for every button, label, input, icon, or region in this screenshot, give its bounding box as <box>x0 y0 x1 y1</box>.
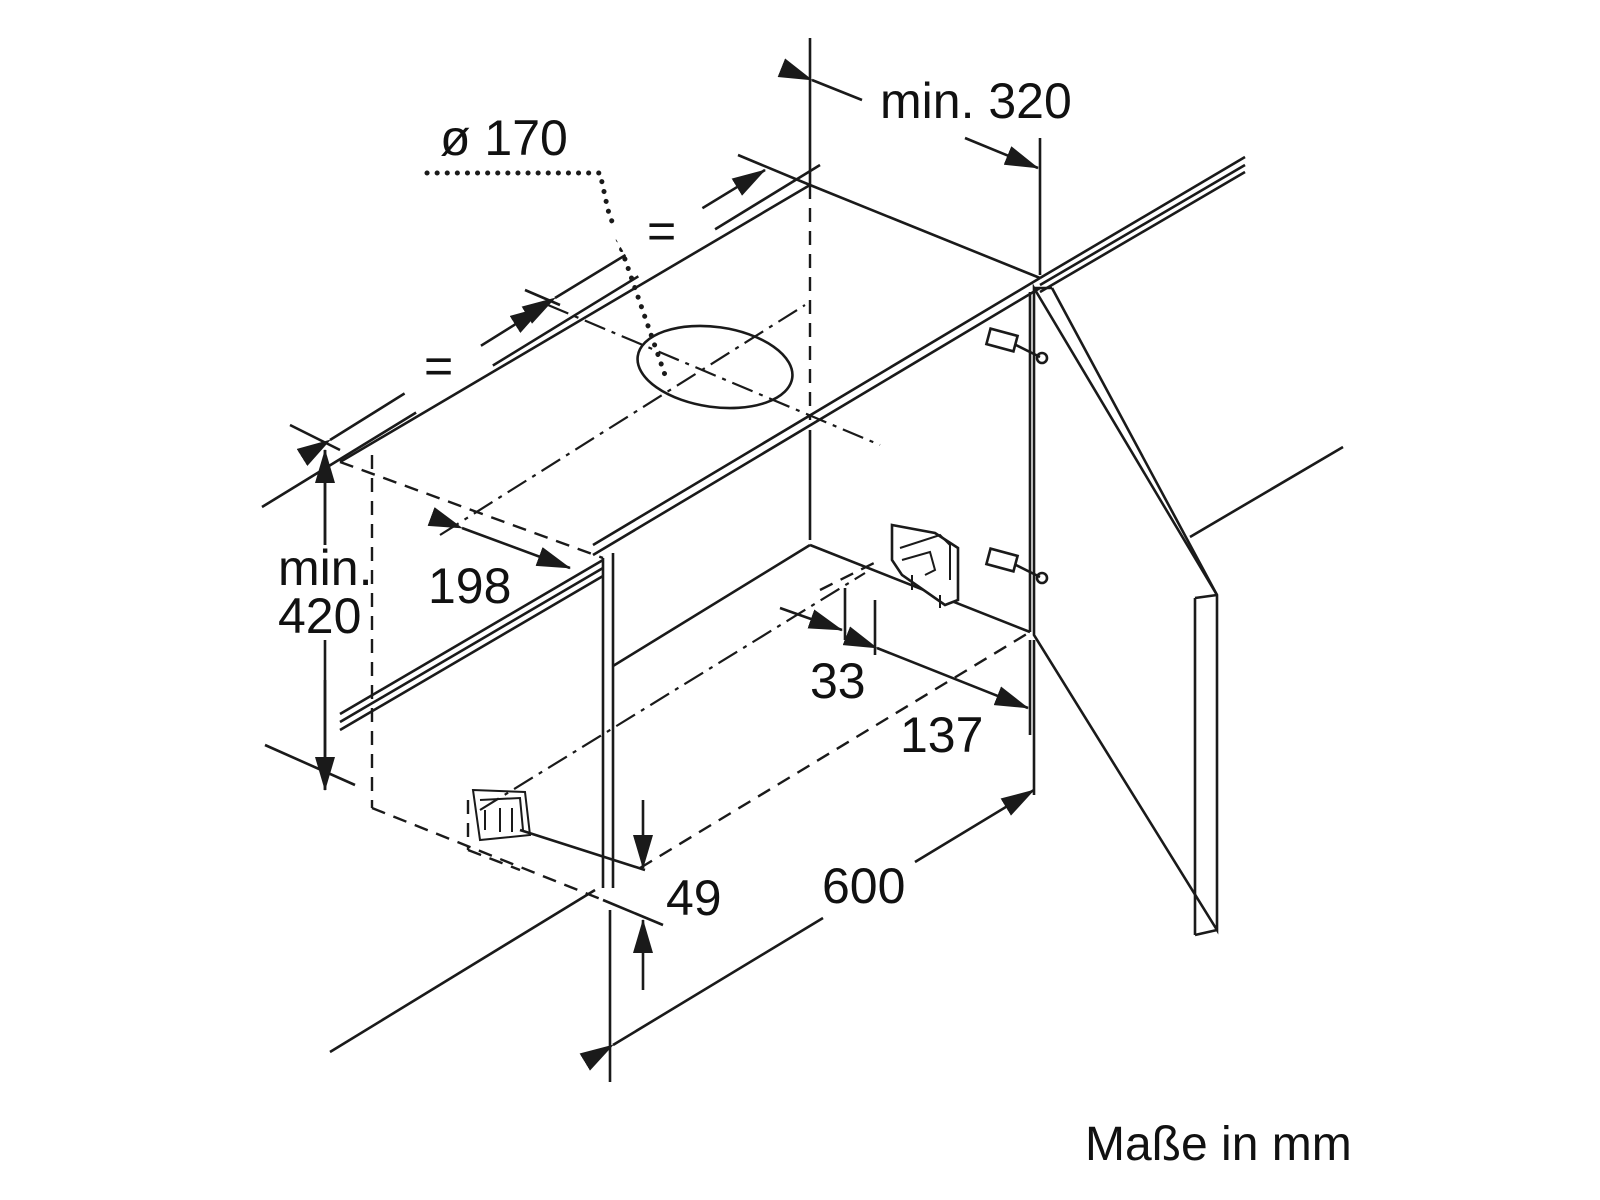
center-lines <box>439 303 881 811</box>
dim-600 <box>579 788 1035 1082</box>
dim-49 <box>602 800 664 990</box>
label-33: 33 <box>810 653 866 709</box>
open-door <box>1032 283 1219 937</box>
dim-33 <box>779 588 877 655</box>
units-note: Maße in mm <box>1085 1118 1352 1171</box>
left-rail <box>339 558 604 732</box>
hinge-top <box>984 327 1049 365</box>
cabinet-frame <box>601 292 1036 888</box>
dim-min-320 <box>777 38 1042 275</box>
label-diameter: ø 170 <box>440 110 568 166</box>
label-198: 198 <box>428 558 511 614</box>
label-equal-upper: = <box>647 203 676 259</box>
label-137: 137 <box>900 707 983 763</box>
mounting-bracket-left <box>466 788 646 872</box>
dimension-labels: ø 170 min. 320 = = min. 420 198 33 137 4… <box>278 73 1072 926</box>
label-600: 600 <box>822 858 905 914</box>
hinge-bottom <box>984 547 1049 585</box>
mounting-bracket-right <box>890 523 960 608</box>
dim-equal-spacing <box>289 153 811 466</box>
label-min-320: min. 320 <box>880 73 1072 129</box>
duct-opening <box>636 324 794 410</box>
label-420: 420 <box>278 588 361 644</box>
dim-198 <box>427 507 571 570</box>
label-49: 49 <box>666 870 722 926</box>
dim-137 <box>842 626 1032 735</box>
label-min: min. <box>278 540 372 596</box>
label-equal-lower: = <box>424 338 453 394</box>
